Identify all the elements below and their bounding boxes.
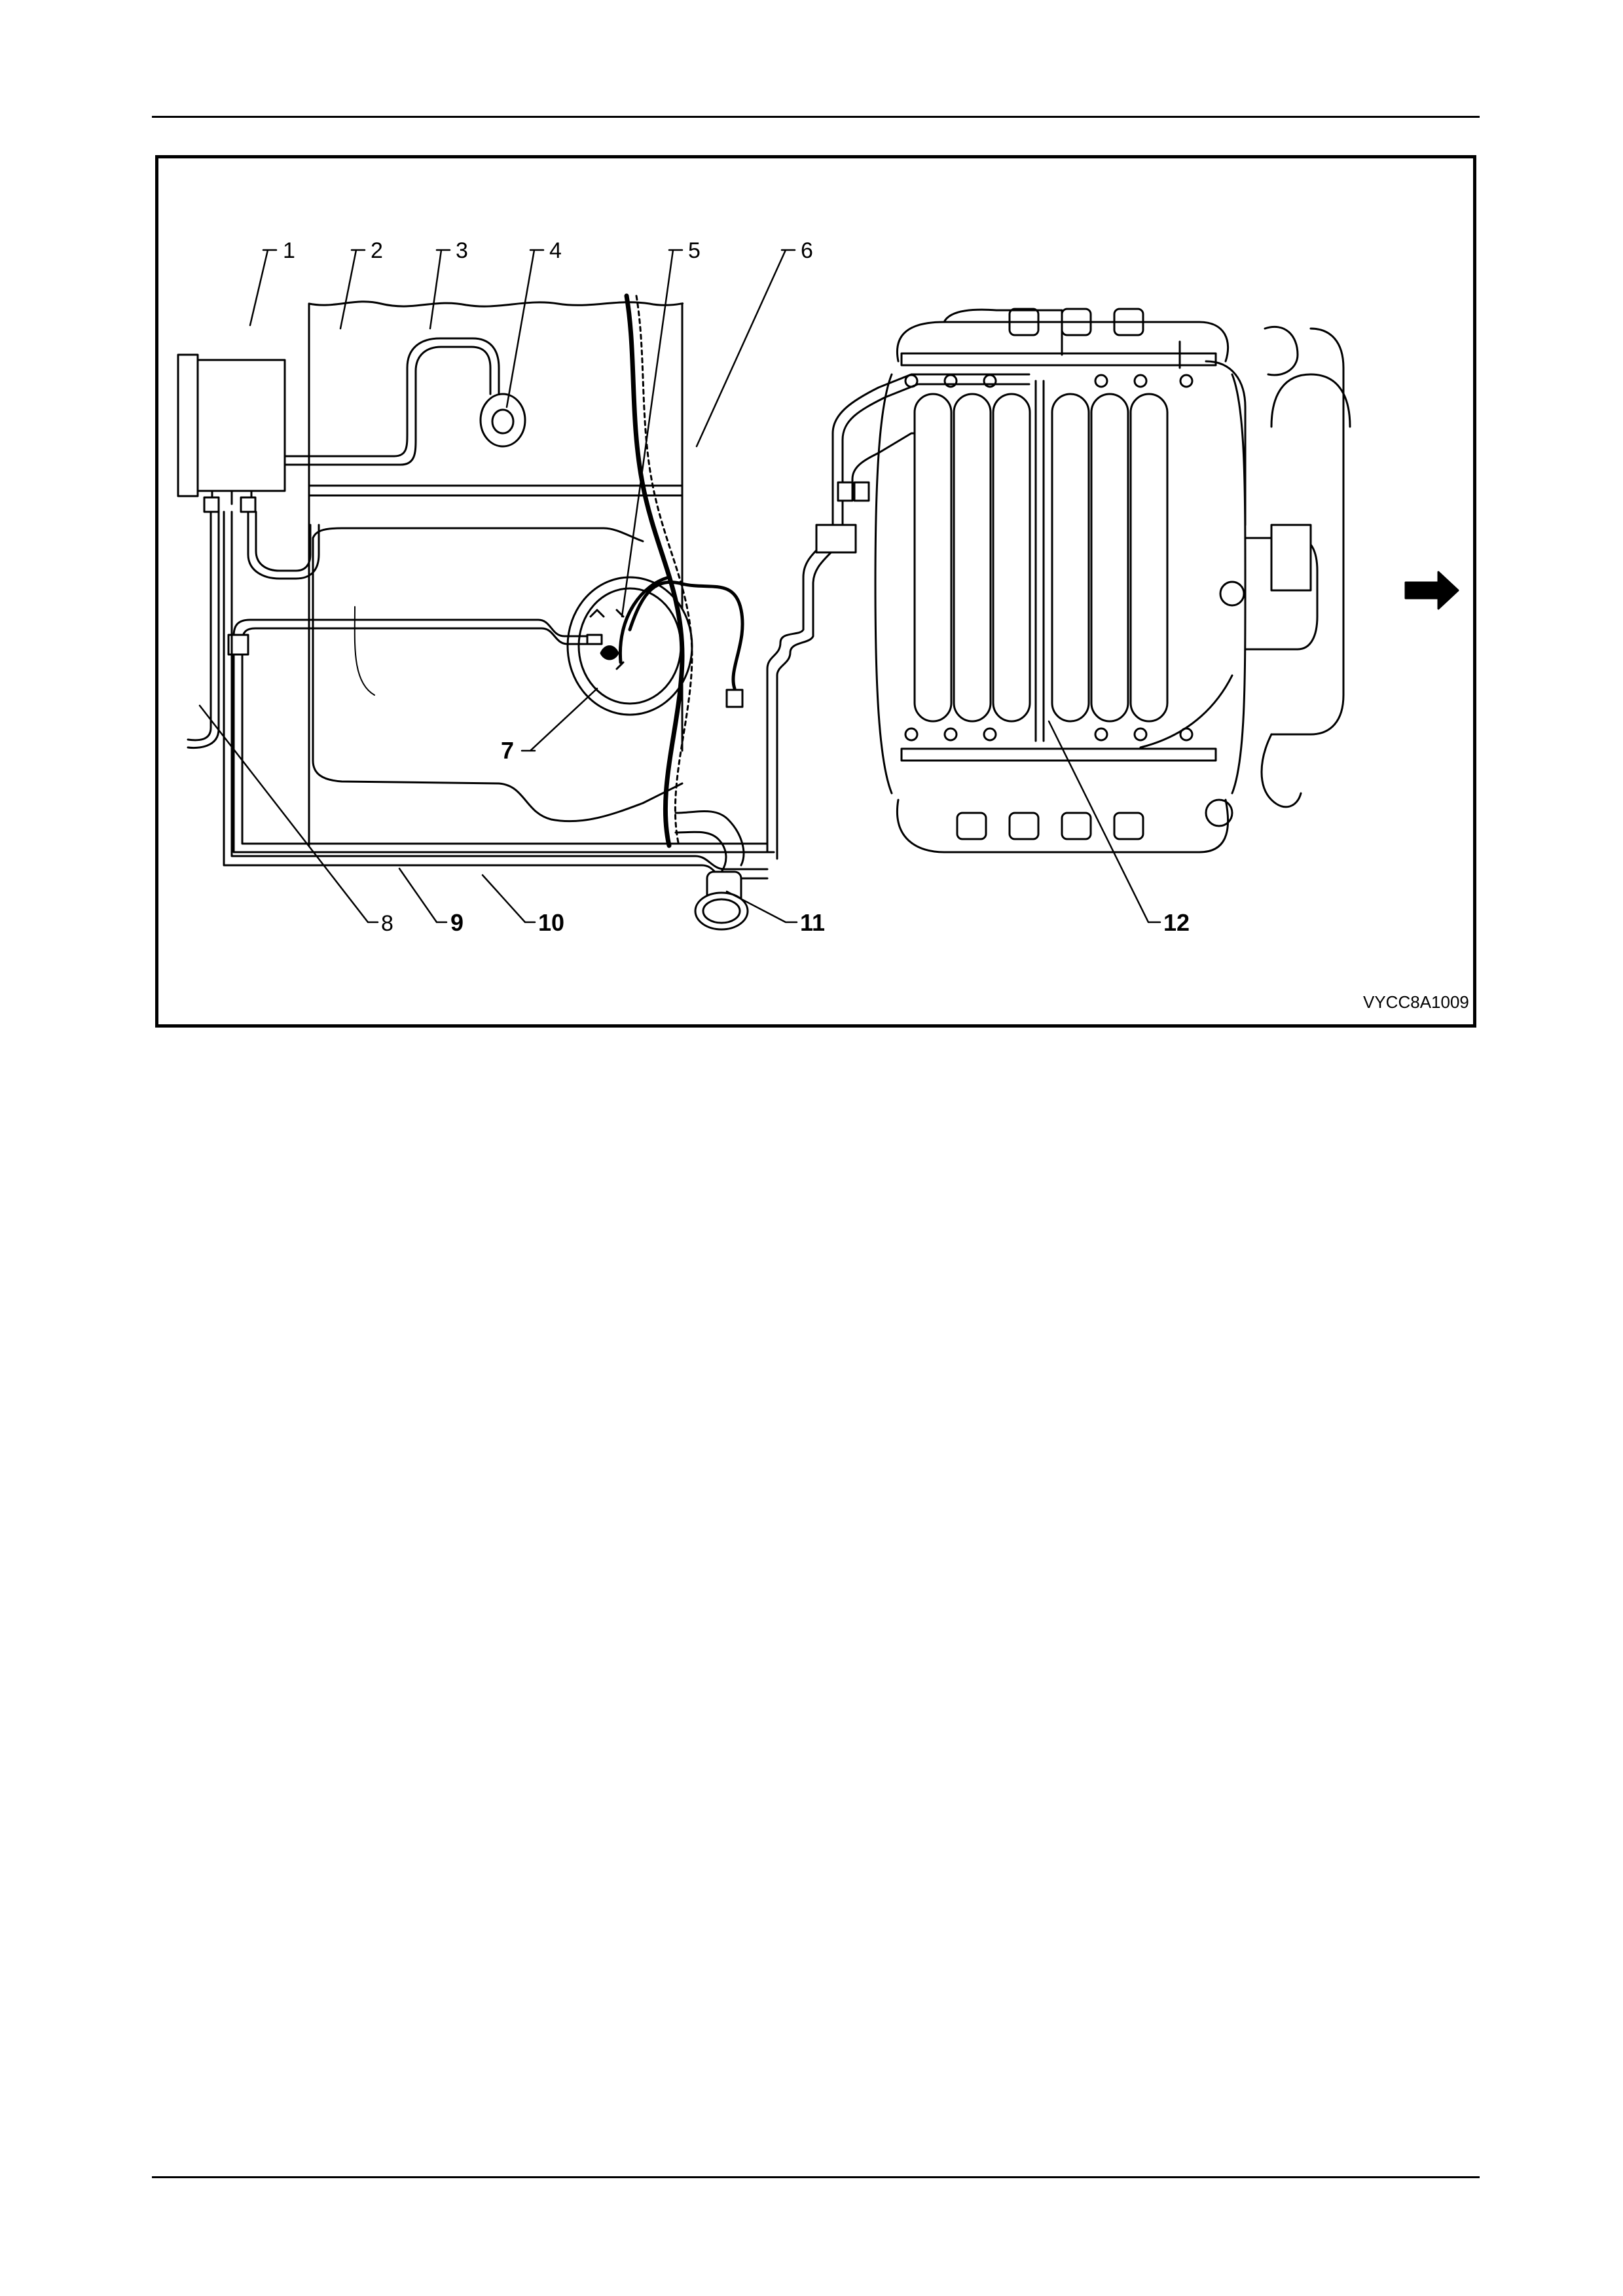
callout-2: 2	[371, 238, 383, 263]
callout-4: 4	[549, 238, 562, 263]
callout-6: 6	[801, 238, 813, 263]
diagram-frame: 1 2 3 4 5 6 7 8 9 10 11 12 VYCC8A1009	[155, 155, 1476, 1028]
callout-5: 5	[688, 238, 701, 263]
fuel-tank	[309, 302, 683, 846]
header-rule	[152, 116, 1480, 118]
callout-11: 11	[800, 909, 825, 936]
filler-neck	[676, 812, 748, 930]
charcoal-canister	[178, 355, 285, 512]
callout-8: 8	[381, 911, 393, 936]
callout-3: 3	[456, 238, 468, 263]
fuel-system-diagram: 1 2 3 4 5 6 7 8 9 10 11 12 VYCC8A1009	[158, 158, 1473, 1024]
direction-arrow-icon	[1406, 572, 1458, 609]
figure-id: VYCC8A1009	[1363, 992, 1469, 1012]
callout-12: 12	[1163, 909, 1190, 936]
callout-1: 1	[283, 238, 295, 263]
footer-rule	[152, 2176, 1480, 2178]
vent-hose	[285, 338, 499, 456]
callout-7: 7	[501, 737, 514, 764]
callout-10: 10	[538, 909, 564, 936]
engine-assembly	[875, 309, 1350, 852]
callout-9: 9	[450, 909, 464, 936]
